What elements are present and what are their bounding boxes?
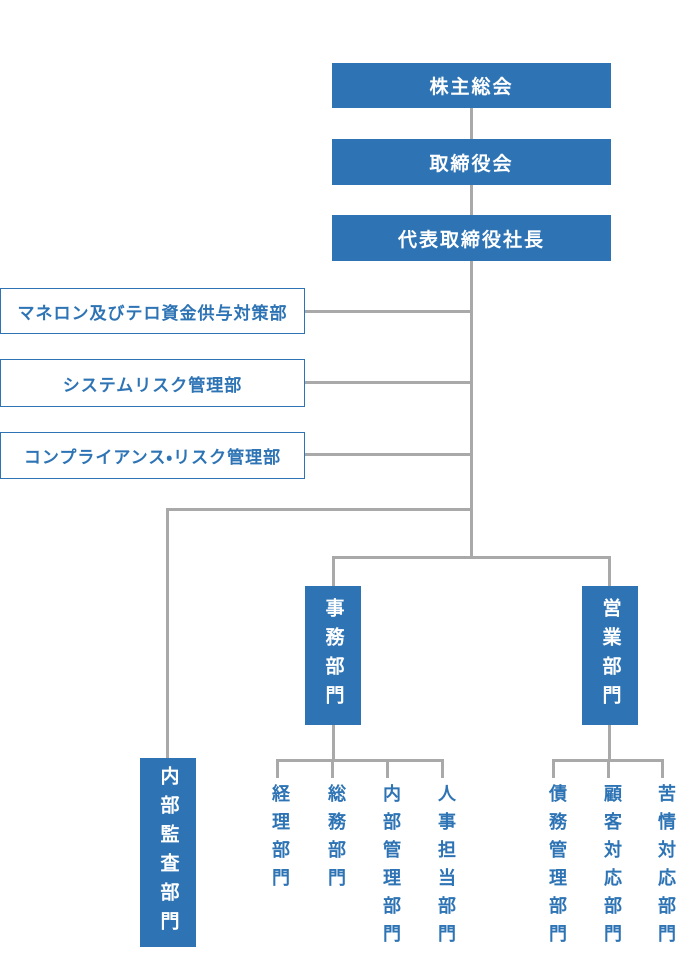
node-board-of-directors-label: 取締役会 [429, 152, 514, 175]
connector-main-vertical [470, 261, 473, 559]
node-system-risk-management-dept-label: システムリスク管理部 [62, 375, 243, 396]
node-shareholders-meeting: 株主総会 [332, 63, 611, 108]
connector-compliance-dept [305, 453, 470, 456]
node-system-risk-management-dept: システムリスク管理部 [0, 359, 305, 407]
node-compliance-risk-management-dept-label: コンプライアンス・リスク管理部 [23, 448, 282, 468]
node-general-affairs-dept: 総務部門 [325, 784, 346, 896]
connector-aml-dept [305, 310, 470, 313]
node-customer-service-dept: 顧客対応部門 [601, 784, 622, 952]
node-president: 代表取締役社長 [332, 215, 611, 261]
connector-shareholders-board [470, 108, 473, 139]
connector-admin-stub [332, 556, 335, 586]
node-hr-dept: 人事担当部門 [435, 784, 456, 952]
connector-system-risk-dept [305, 381, 470, 384]
node-compliance-risk-management-dept: コンプライアンス・リスク管理部 [0, 432, 305, 479]
connector-general-affairs-stub [331, 759, 334, 778]
connector-customer-service-stub [607, 759, 610, 778]
connector-divisions-horizontal [332, 556, 611, 559]
connector-accounting-stub [276, 759, 279, 778]
connector-board-president [470, 185, 473, 215]
node-internal-audit-division: 内部監査部門 [140, 758, 196, 947]
connector-complaints-stub [661, 759, 664, 778]
node-complaints-dept: 苦情対応部門 [655, 784, 676, 952]
node-aml-terror-financing-dept-label: マネロン及びテロ資金供与対策部 [17, 303, 288, 324]
node-sales-division-label: 営業部門 [599, 597, 622, 714]
connector-sales-down [608, 725, 611, 762]
node-internal-audit-division-label: 内部監査部門 [157, 765, 180, 940]
node-president-label: 代表取締役社長 [397, 228, 545, 251]
node-accounting-dept: 経理部門 [269, 784, 290, 896]
connector-sales-stub [608, 556, 611, 586]
node-admin-division-label: 事務部門 [322, 597, 345, 714]
node-shareholders-meeting-label: 株主総会 [429, 76, 514, 98]
connector-hr-stub [441, 759, 444, 778]
connector-internal-control-stub [386, 759, 389, 778]
connector-admin-children-horizontal [276, 759, 444, 762]
node-debt-management-dept: 債務管理部門 [546, 784, 567, 952]
node-admin-division: 事務部門 [305, 586, 361, 725]
node-internal-control-dept: 内部管理部門 [380, 784, 401, 952]
node-board-of-directors: 取締役会 [332, 139, 611, 185]
connector-debt-management-stub [552, 759, 555, 778]
node-sales-division: 営業部門 [582, 586, 638, 725]
connector-admin-down [332, 725, 335, 762]
connector-audit-horizontal [166, 508, 473, 511]
connector-audit-vertical [166, 508, 169, 758]
node-aml-terror-financing-dept: マネロン及びテロ資金供与対策部 [0, 288, 305, 334]
